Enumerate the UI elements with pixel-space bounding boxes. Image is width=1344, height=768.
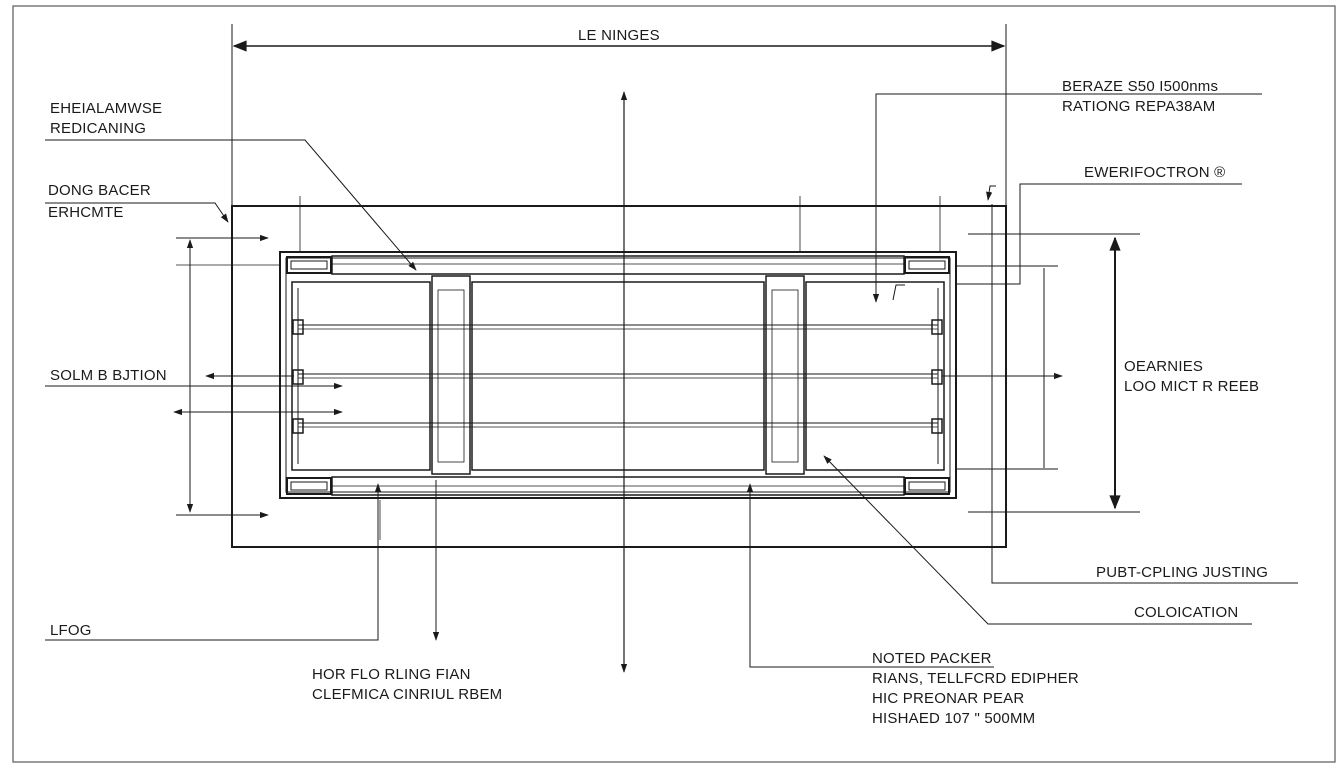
bottom-right-label-line-2: RIANS, TELLFCRD EDIPHER xyxy=(872,670,1079,687)
guide-ticks xyxy=(299,196,941,540)
bottom-left-label: LFOG xyxy=(50,622,92,639)
top-right-label-line-1: BERAZE S50 I500nms xyxy=(1062,78,1219,95)
bottom-right-label-line-3: HIC PREONAR PEAR xyxy=(872,690,1025,707)
bottom-center-label-line-1: HOR FLO RLING FIAN xyxy=(312,666,471,683)
rail-fittings xyxy=(292,319,943,434)
right-lower-label-2: COLOICATION xyxy=(1134,604,1239,621)
top-dimension-line xyxy=(231,24,1007,206)
top-left-label-line-2: REDICANING xyxy=(50,120,147,137)
internal-panels xyxy=(291,281,945,471)
bottom-right-label-line-1: NOTED PACKER xyxy=(872,650,992,667)
bottom-right-label-line-4: HISHAED 107 " 500MM xyxy=(872,710,1036,727)
outer-panel xyxy=(231,205,1007,548)
sheet-border xyxy=(12,5,1336,763)
inner-frame xyxy=(279,251,957,499)
right-middle-label-line-1: OEARNIES xyxy=(1124,358,1204,375)
leader-lines xyxy=(45,93,1298,668)
bottom-center-label-line-2: CLEFMICA CINRIUL RBEM xyxy=(312,686,503,703)
left-upper-label-line-2: ERHCMTE xyxy=(48,204,124,221)
left-middle-label: SOLM B BJTION xyxy=(50,367,167,384)
top-dimension-label: LE NINGES xyxy=(578,27,660,44)
top-right-label-line-2: RATIONG REPA38AM xyxy=(1062,98,1216,115)
vertical-posts xyxy=(431,275,805,475)
top-left-label-line-1: EHEIALAMWSE xyxy=(50,100,163,117)
inner-frame-inset xyxy=(285,257,951,493)
top-channel xyxy=(331,255,905,275)
right-upper-label: EWERIFOCTRON ® xyxy=(1084,164,1226,181)
right-lower-label-1: PUBT-CPLING JUSTING xyxy=(1096,564,1269,581)
left-dimensions xyxy=(45,234,343,519)
corner-blocks xyxy=(286,256,950,495)
left-upper-label-line-1: DONG BACER xyxy=(48,182,151,199)
right-middle-label-line-2: LOO MICT R REEB xyxy=(1124,378,1260,395)
horizontal-rails xyxy=(298,324,938,428)
right-dimensions xyxy=(942,233,1140,513)
